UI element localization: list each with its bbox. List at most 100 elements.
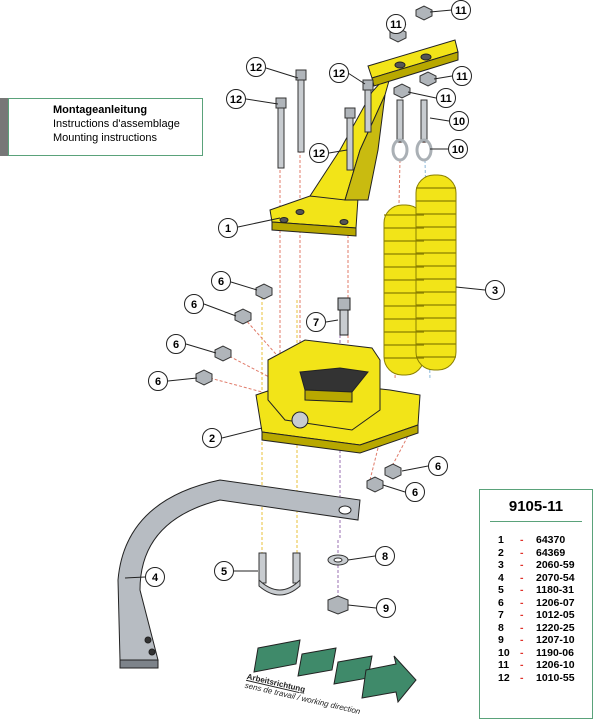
part-dash: - [520,546,524,559]
parts-row: 7 -1012-05 [480,609,592,622]
svg-text:11: 11 [390,19,402,31]
callout-11: 11 [386,14,406,34]
part-dash: - [520,671,524,684]
svg-text:8: 8 [382,551,388,563]
nuts-6 [195,283,402,493]
part-dash: - [520,646,524,659]
part-number: 12 [498,671,510,684]
article-number: 1206-07 [536,596,575,609]
part-dash: - [520,659,524,671]
callout-7: 7 [306,312,326,332]
parts-row: 1 -64370 [480,534,592,547]
nut-9 [327,595,349,615]
part-number: 2 [498,546,504,559]
callouts: 11 11 11 11 12 12 12 12 10 10 1 3 6 6 6 … [145,0,505,618]
callout-6: 6 [428,456,448,476]
part-number: 11 [498,659,510,671]
svg-text:11: 11 [456,71,468,83]
part-dash: - [520,609,524,621]
article-number: 1206-10 [536,659,575,671]
part-number: 6 [498,596,504,609]
callout-12: 12 [309,143,329,163]
parts-row: 4 -2070-54 [480,572,592,585]
callout-6: 6 [166,334,186,354]
parts-row: 8 -1220-25 [480,622,592,635]
svg-text:10: 10 [453,116,465,128]
parts-row: 6 -1206-07 [480,597,592,610]
callout-11: 11 [452,66,472,86]
callout-12: 12 [246,57,266,77]
title-french: Instructions d'assemblage [53,118,180,130]
parts-list-box: 9105-11 1-64370 2-64369 3-2060-59 4-2070… [479,489,593,719]
title-german: Montageanleitung [53,104,148,116]
article-number: 2060-59 [536,559,575,571]
callout-11: 11 [436,88,456,108]
callout-6: 6 [184,294,204,314]
part-dash: - [520,571,524,584]
callout-10: 10 [449,111,469,131]
callout-6: 6 [148,371,168,391]
part-dash: - [520,584,524,596]
part-number: 7 [498,609,504,621]
svg-text:11: 11 [455,5,467,17]
parts-kit-code: 9105-11 [490,498,582,522]
svg-text:12: 12 [250,62,262,74]
svg-text:6: 6 [412,487,418,499]
eye-bolts-10 [391,99,433,162]
svg-text:5: 5 [221,566,227,578]
part-number: 9 [498,634,504,646]
callout-leaders [124,9,486,609]
svg-text:11: 11 [440,93,452,105]
part-dash: - [520,621,524,634]
callout-1: 1 [218,218,238,238]
part-number: 10 [498,646,510,659]
article-number: 1207-10 [536,634,575,646]
svg-text:9: 9 [383,603,389,615]
parts-row: 3 -2060-59 [480,559,592,572]
article-number: 1180-31 [536,584,574,596]
callout-6: 6 [211,271,231,291]
svg-text:3: 3 [492,285,498,297]
instructions-title-box: Montageanleitung Instructions d'assembla… [8,98,203,156]
callout-11: 11 [451,0,471,20]
parts-row: 5-1180-31 [480,584,592,597]
article-number: 1220-25 [536,621,575,634]
nuts-11 [389,5,437,99]
svg-text:6: 6 [435,461,441,473]
svg-text:2: 2 [209,433,215,445]
callout-12: 12 [226,89,246,109]
washer-8 [327,554,349,566]
working-direction-arrow [253,639,417,704]
parts-row: 10-1190-06 [480,647,592,660]
part-number: 1 [498,534,504,546]
part-dash: - [520,596,524,609]
article-number: 1010-55 [536,671,575,684]
part-dash: - [520,559,524,571]
svg-text:10: 10 [452,144,464,156]
part-dash: - [520,634,524,646]
part-number: 3 [498,559,504,571]
svg-text:6: 6 [155,376,161,388]
parts-row: 9 -1207-10 [480,634,592,647]
part-number: 8 [498,621,504,634]
tine [117,479,361,669]
callout-5: 5 [214,561,234,581]
callout-9: 9 [376,598,396,618]
parts-row: 11-1206-10 [480,659,592,672]
part-dash: - [520,534,524,546]
article-number: 1190-06 [536,646,574,659]
spring-coils [384,187,456,359]
article-number: 2070-54 [536,571,575,584]
svg-text:12: 12 [313,148,325,160]
u-bolt [258,552,301,596]
article-number: 64370 [536,534,566,546]
svg-text:12: 12 [230,94,242,106]
title-english: Mounting instructions [53,132,157,144]
parts-list: 1-64370 2-64369 3-2060-59 4-2070-54 5-11… [480,534,592,684]
callout-3: 3 [485,280,505,300]
part-number: 4 [498,571,504,584]
article-number: 1012-05 [536,609,575,621]
callout-2: 2 [202,428,222,448]
parts-row: 2-64369 [480,547,592,560]
